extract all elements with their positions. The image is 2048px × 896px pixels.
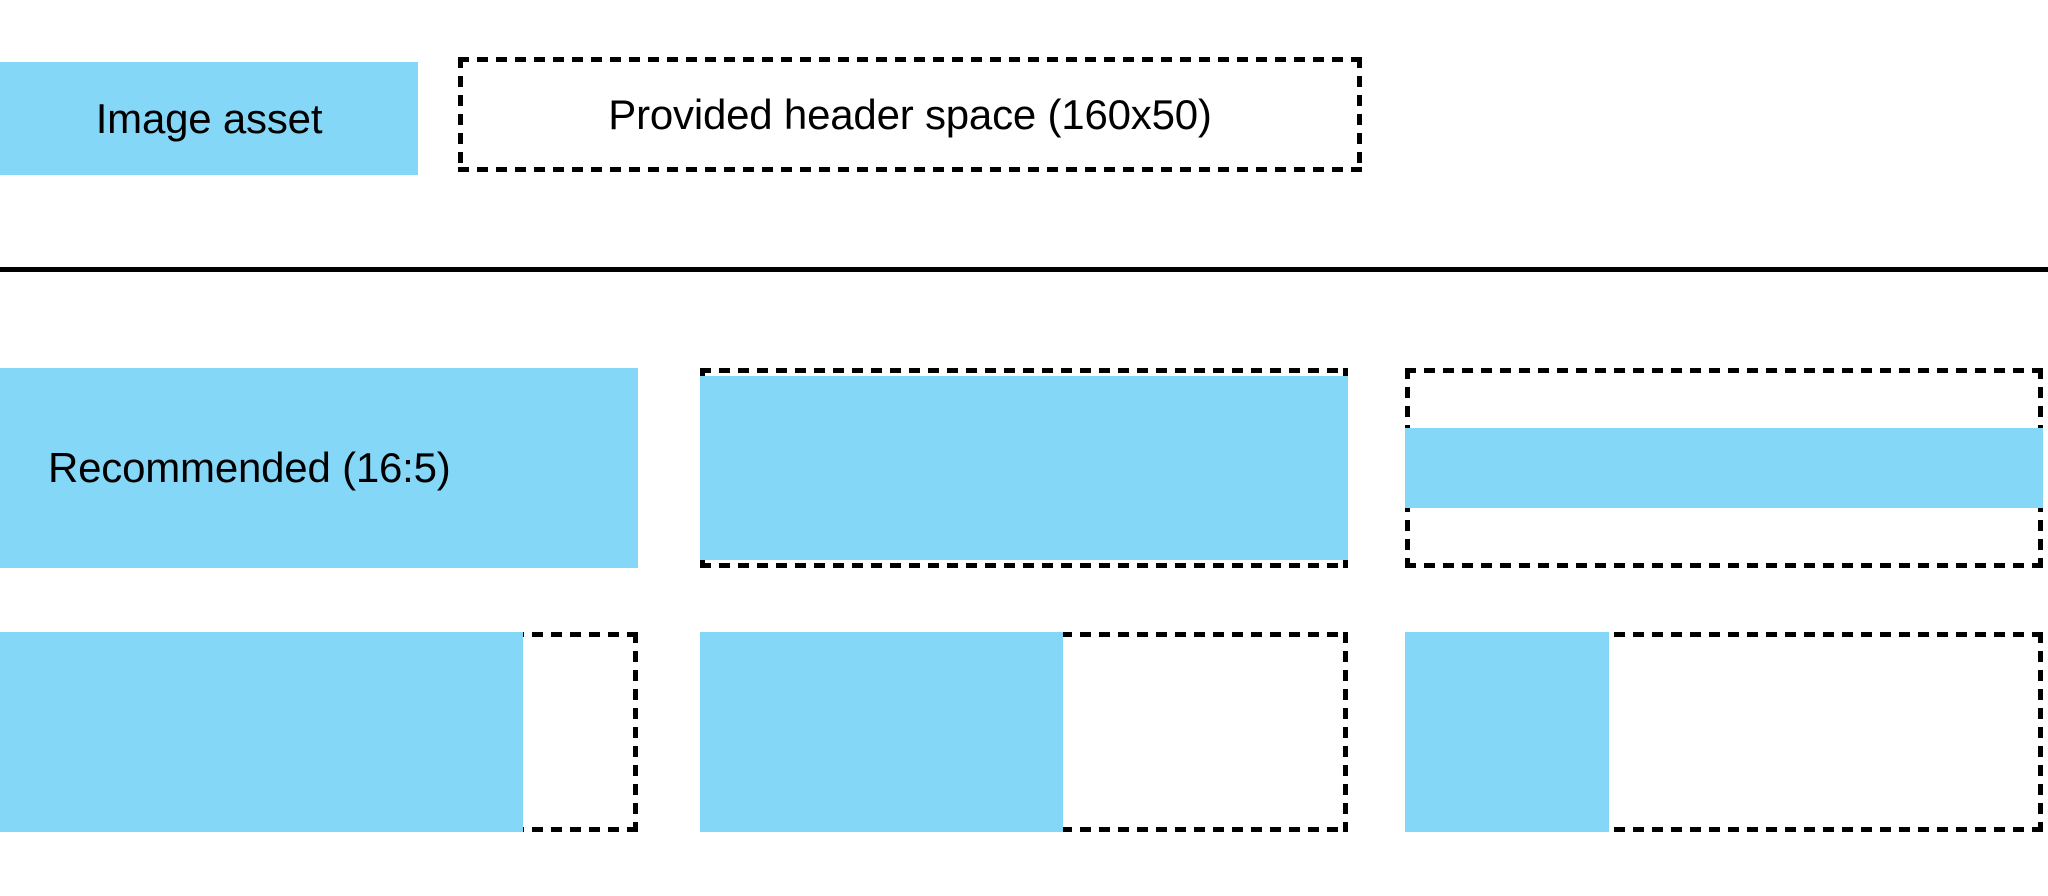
- sample-row1-col1-fill: [0, 368, 638, 568]
- legend-filled-swatch: Image asset: [0, 62, 418, 175]
- legend-outlined-swatch: Provided header space (160x50): [458, 57, 1362, 172]
- sample-row2-col3: [1405, 632, 2043, 832]
- recommended-ratio-label: Recommended (16:5): [48, 444, 451, 491]
- sample-row2-col1-fill: [0, 632, 523, 832]
- sample-row2-col2-fill: [700, 632, 1063, 832]
- legend-filled-swatch-label: Image asset: [95, 94, 323, 142]
- sample-row2-col2: [700, 632, 1348, 832]
- section-divider: [0, 267, 2048, 272]
- legend-row: Image asset Provided header space (160x5…: [0, 0, 2048, 230]
- sample-row1-col2: [700, 368, 1348, 568]
- legend-outlined-swatch-label: Provided header space (160x50): [608, 90, 1212, 138]
- sample-row2-col1: [0, 632, 638, 832]
- sample-row1-col2-fill: [700, 376, 1348, 560]
- sample-row2-col3-fill: [1405, 632, 1609, 832]
- sample-row1-col1: Recommended (16:5): [0, 368, 638, 568]
- sample-row1-col3: [1405, 368, 2043, 568]
- sample-row1-col3-fill: [1405, 428, 2043, 508]
